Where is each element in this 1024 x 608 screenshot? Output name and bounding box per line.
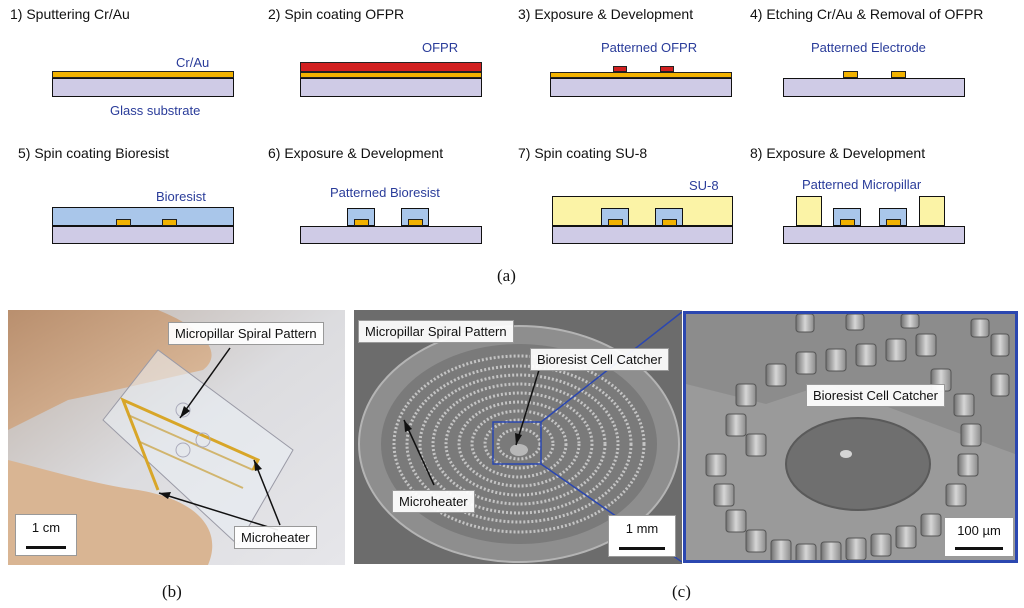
photo-b: Micropillar Spiral Pattern Microheater 1… bbox=[8, 310, 345, 565]
step-7-title: 7) Spin coating SU-8 bbox=[518, 145, 648, 161]
step-5-electrode-1 bbox=[116, 219, 131, 226]
step-2-title: 2) Spin coating OFPR bbox=[268, 6, 405, 22]
step-4-electrode-1 bbox=[843, 71, 858, 78]
step-3-ofpr-pattern-2 bbox=[660, 66, 674, 72]
step-5-label-bioresist: Bioresist bbox=[156, 189, 206, 204]
step-3-crau-layer bbox=[550, 72, 732, 78]
sem-spiral: Micropillar Spiral Pattern Bioresist Cel… bbox=[354, 310, 682, 564]
scale-bar-b-label: 1 cm bbox=[31, 520, 61, 535]
step-7-electrode-2 bbox=[662, 219, 677, 226]
caption-b: (b) bbox=[162, 582, 182, 601]
tag-cell-catcher-c2: Bioresist Cell Catcher bbox=[806, 384, 945, 407]
step-8-electrode-1 bbox=[840, 219, 855, 226]
tag-spiral-pattern-c: Micropillar Spiral Pattern bbox=[358, 320, 514, 343]
tag-microheater-c: Microheater bbox=[392, 490, 475, 513]
step-5-electrode-2 bbox=[162, 219, 177, 226]
step-5-bioresist-layer bbox=[52, 207, 234, 226]
scale-bar-c2: 100 µm bbox=[944, 517, 1014, 557]
step-7-label-su8: SU-8 bbox=[689, 178, 719, 193]
scale-bar-c2-label: 100 µm bbox=[957, 523, 1001, 538]
step-4-substrate bbox=[783, 78, 965, 97]
step-4-label-electrode: Patterned Electrode bbox=[811, 40, 926, 55]
step-6-label-patterned-bioresist: Patterned Bioresist bbox=[330, 185, 440, 200]
step-5-title: 5) Spin coating Bioresist bbox=[18, 145, 169, 161]
step-6-substrate bbox=[300, 226, 482, 244]
scale-bar-c1: 1 mm bbox=[608, 515, 676, 557]
step-6-electrode-2 bbox=[408, 219, 423, 226]
step-5-substrate bbox=[52, 226, 234, 244]
step-1-title: 1) Sputtering Cr/Au bbox=[10, 6, 130, 22]
caption-a: (a) bbox=[497, 266, 516, 285]
step-8-micropillar-2 bbox=[919, 196, 945, 226]
step-1-crau-layer bbox=[52, 71, 234, 78]
step-8-electrode-2 bbox=[886, 219, 901, 226]
cell-catcher-disc bbox=[785, 417, 931, 511]
sem-zoom-image bbox=[686, 314, 1015, 560]
zoom-box bbox=[492, 421, 542, 465]
step-1-label-glass: Glass substrate bbox=[110, 103, 201, 118]
step-3-substrate bbox=[550, 78, 732, 97]
tag-spiral-pattern-b: Micropillar Spiral Pattern bbox=[168, 322, 324, 345]
caption-c: (c) bbox=[672, 582, 691, 601]
step-8-label-micropillar: Patterned Micropillar bbox=[802, 177, 922, 192]
scale-bar-b: 1 cm bbox=[15, 514, 77, 556]
tag-microheater-b: Microheater bbox=[234, 526, 317, 549]
step-7-electrode-1 bbox=[608, 219, 623, 226]
spiral-rings bbox=[392, 354, 646, 534]
device-photo bbox=[8, 310, 345, 565]
step-1-substrate bbox=[52, 78, 234, 97]
step-2-substrate bbox=[300, 78, 482, 97]
step-8-title: 8) Exposure & Development bbox=[750, 145, 926, 161]
thumb-shape bbox=[8, 310, 212, 430]
step-3-label-patterned-ofpr: Patterned OFPR bbox=[601, 40, 698, 55]
step-4-title: 4) Etching Cr/Au & Removal of OFPR bbox=[750, 6, 984, 22]
step-6-title: 6) Exposure & Development bbox=[268, 145, 444, 161]
sem-zoom: Bioresist Cell Catcher 100 µm bbox=[683, 311, 1018, 563]
scale-bar-c1-label: 1 mm bbox=[625, 521, 659, 536]
step-3-title: 3) Exposure & Development bbox=[518, 6, 694, 22]
step-6-electrode-1 bbox=[354, 219, 369, 226]
step-8-substrate bbox=[783, 226, 965, 244]
step-3-ofpr-pattern-1 bbox=[613, 66, 627, 72]
step-1-label-crau: Cr/Au bbox=[176, 55, 210, 70]
micropillar-ring bbox=[705, 314, 1010, 560]
step-7-su8-layer bbox=[552, 196, 733, 226]
step-2-label-ofpr: OFPR bbox=[422, 40, 459, 55]
step-4-electrode-2 bbox=[891, 71, 906, 78]
step-7-substrate bbox=[552, 226, 733, 244]
step-8-micropillar-1 bbox=[796, 196, 822, 226]
step-2-crau-layer bbox=[300, 72, 482, 78]
tag-cell-catcher-c1: Bioresist Cell Catcher bbox=[530, 348, 669, 371]
step-2-ofpr-layer bbox=[300, 62, 482, 72]
